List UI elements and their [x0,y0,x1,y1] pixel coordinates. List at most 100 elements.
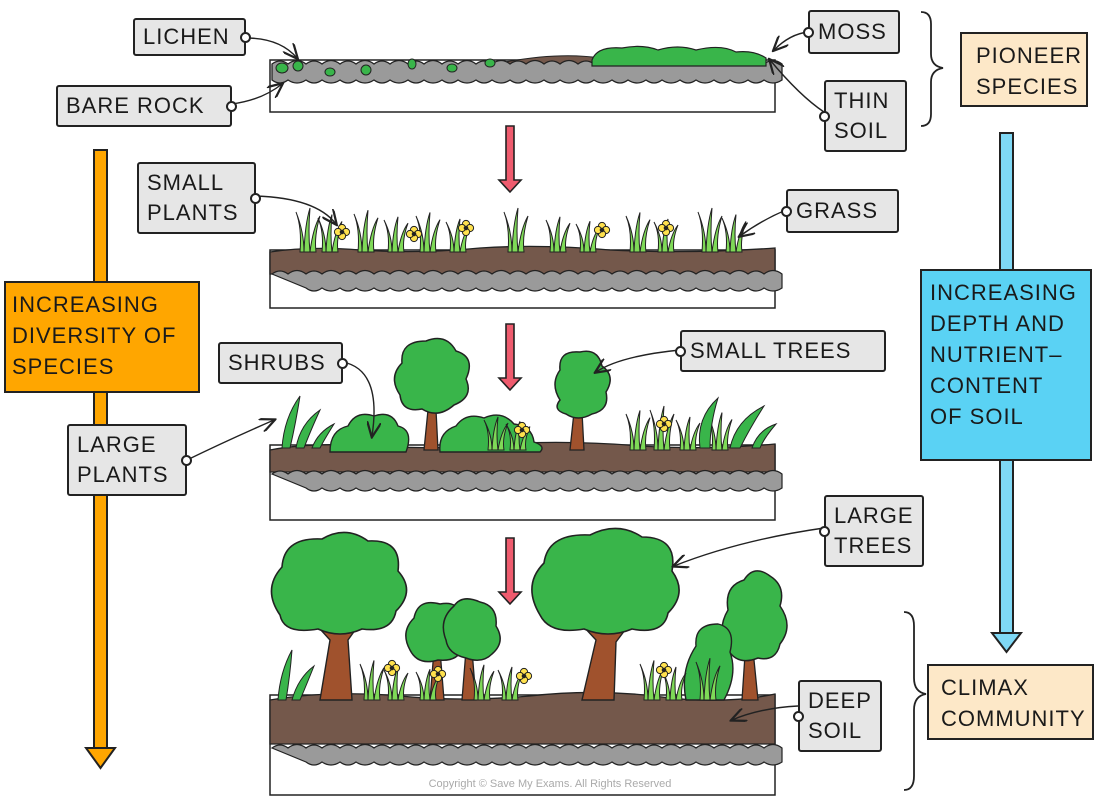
depth-line-4: CONTENT [930,373,1044,398]
tag-hole-icon [819,526,830,537]
fern-left-4 [277,649,316,701]
grass-tuft [697,207,723,253]
flower-icon [429,665,447,683]
deep-soil-line-1: DEEP [808,688,872,713]
grass-tuft [695,658,721,701]
fern-left [281,395,336,449]
large-tree-center [531,527,680,701]
small-tree-2 [554,350,611,451]
pioneer-brace [920,11,944,127]
moss-label-text: MOSS [818,19,887,44]
climax-line-2: COMMUNITY [941,706,1086,731]
depth-line-5: OF SOIL [930,404,1024,429]
stage-1-bare-rock [269,45,783,113]
flower-icon [655,415,673,433]
small-plants-label: SMALL PLANTS [137,162,261,234]
climax-community-box: CLIMAX COMMUNITY [927,664,1094,740]
tag-hole-icon [793,711,804,722]
flower-icon [383,659,401,677]
lichen-spots [275,58,496,77]
thin-soil-line-1: THIN [834,88,890,113]
grass-tuft [625,410,651,451]
tag-hole-icon [337,358,348,369]
bare-rock-label: BARE ROCK [56,85,237,127]
small-trees-label: SMALL TREES [675,330,886,372]
diversity-line-2: DIVERSITY OF [12,323,177,348]
grass-tuft [503,207,529,253]
flower-icon [593,221,611,239]
tag-hole-icon [181,455,192,466]
depth-line-3: NUTRIENT– [930,342,1063,367]
tag-hole-icon [250,193,261,204]
small-plants-line-1: SMALL [147,170,225,195]
large-tree-left [270,531,408,701]
lichen-label: LICHEN [133,18,251,56]
step-arrow-2 [497,323,523,392]
diversity-line-1: INCREASING [12,292,159,317]
large-trees-line-2: TREES [834,533,913,558]
grass-tuft [505,421,531,451]
large-trees-line-1: LARGE [834,503,914,528]
increasing-diversity-box: INCREASING DIVERSITY OF SPECIES [4,281,200,393]
shrubs-label: SHRUBS [218,342,348,384]
grass-tuft [675,416,701,451]
grass-label: GRASS [781,189,899,233]
large-plants-line-1: LARGE [77,432,157,457]
grass-tuft [469,664,495,701]
grass-label-text: GRASS [796,198,879,223]
stage-4-trees [269,527,788,796]
stage-3-shrubs [269,337,783,521]
deep-soil-label: DEEP SOIL [793,680,882,752]
moss-label: MOSS [803,10,900,54]
depth-line-2: DEPTH AND [930,311,1065,336]
shrubs-label-text: SHRUBS [228,350,326,375]
flower-icon [655,661,673,679]
moss-patch [591,45,767,67]
bare-rock-label-text: BARE ROCK [66,93,205,118]
tag-hole-icon [675,346,686,357]
copyright-text: Copyright © Save My Exams. All Rights Re… [428,778,672,790]
flower-icon [513,421,531,439]
grass-tuft [295,207,321,253]
fern-right [698,396,778,449]
climax-brace [903,611,927,791]
lichen-label-text: LICHEN [143,24,230,49]
climax-line-1: CLIMAX [941,675,1029,700]
grass-tuft [383,216,409,253]
shrub-1 [329,413,410,453]
flower-icon [657,219,675,237]
grass-tuft [625,212,651,253]
large-plants-label: LARGE PLANTS [67,424,192,496]
grass-tuft [483,416,509,451]
step-arrow-3 [497,537,523,606]
flower-icon [515,667,533,685]
grass-tuft [721,214,747,253]
large-plants-line-2: PLANTS [77,462,169,487]
step-arrow-1 [497,125,523,194]
large-trees-label: LARGE TREES [819,495,924,567]
mid-tree-2 [442,598,501,701]
depth-line-1: INCREASING [930,280,1077,305]
tag-hole-icon [226,101,237,112]
grass-tuft [545,216,571,253]
small-tree-1 [393,337,471,451]
deep-soil-line-2: SOIL [808,718,863,743]
pioneer-line-2: SPECIES [976,74,1079,99]
flower-icon [457,219,475,237]
pioneer-species-box: PIONEER SPECIES [960,32,1088,107]
small-trees-label-text: SMALL TREES [690,338,852,363]
pioneer-line-1: PIONEER [976,43,1083,68]
small-plants-line-2: PLANTS [147,200,239,225]
grass-tuft [353,210,379,253]
flower-icon [333,223,351,241]
thin-soil-line-2: SOIL [834,118,889,143]
stage-2-grass [269,207,783,309]
increasing-depth-box: INCREASING DEPTH AND NUTRIENT– CONTENT O… [920,269,1092,461]
tag-hole-icon [819,111,830,122]
tag-hole-icon [803,27,814,38]
tag-hole-icon [240,32,251,43]
flower-icon [405,225,423,243]
thin-soil-label: THIN SOIL [819,80,907,152]
diversity-line-3: SPECIES [12,354,115,379]
